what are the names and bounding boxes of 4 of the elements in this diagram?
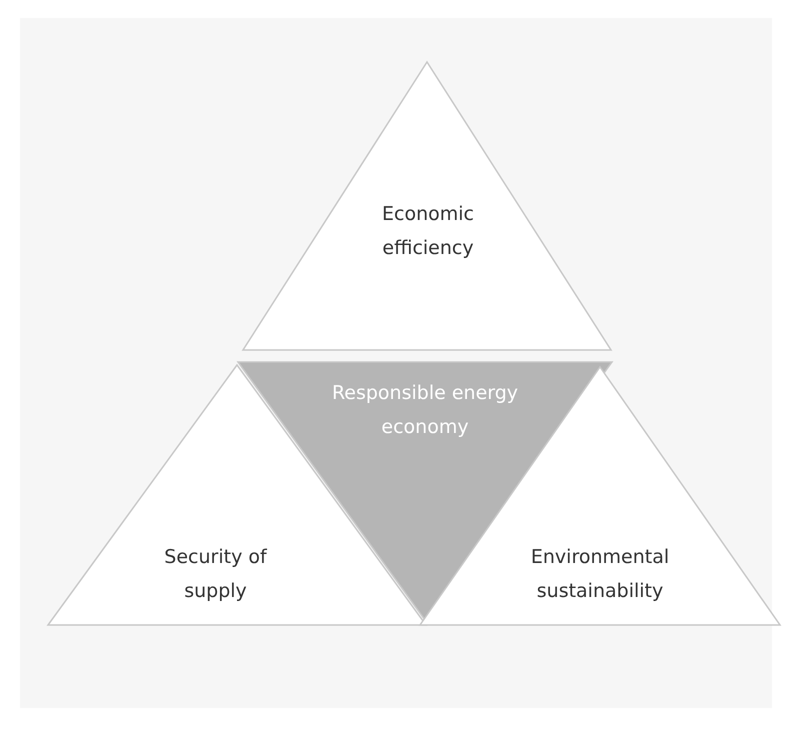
triangle-label: Environmental sustainability xyxy=(530,545,670,604)
triangle-label: Responsible energy economy xyxy=(330,381,520,440)
triangle-label: Security of supply xyxy=(163,545,268,604)
triangle-label: Economic efficiency xyxy=(381,202,475,261)
